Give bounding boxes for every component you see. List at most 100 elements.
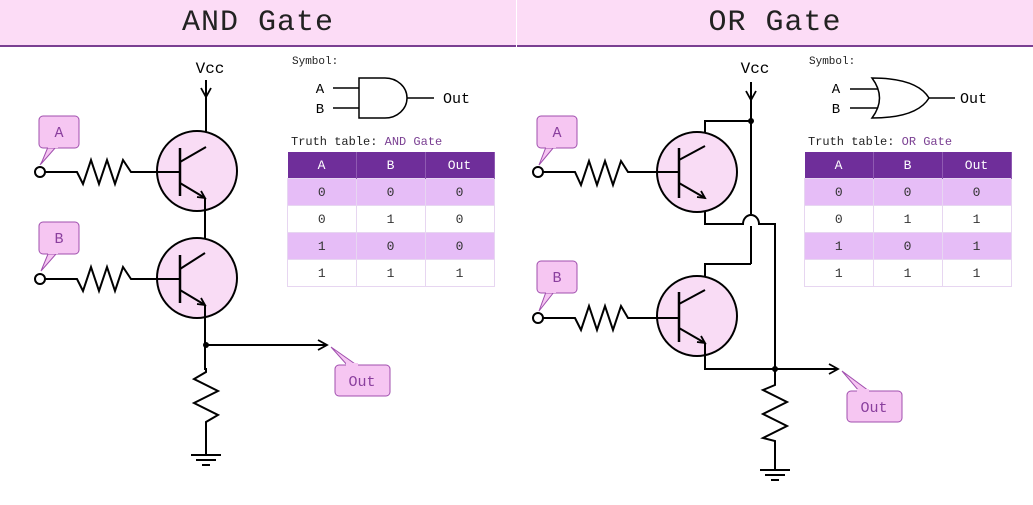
and-symbol-input-b: B: [316, 102, 324, 118]
table-cell: 1: [355, 259, 426, 287]
or-tt-header-out: Out: [942, 152, 1012, 179]
or-truth-table-header-row: A B Out: [804, 152, 1012, 179]
table-cell: 0: [287, 178, 357, 206]
and-output-arrow: [317, 339, 329, 351]
and-gate-panel: AND Gate Vcc: [0, 0, 516, 505]
and-resistor-a: [45, 156, 180, 188]
and-callout-out: Out: [330, 346, 391, 397]
and-transistor-q2: [156, 237, 238, 319]
or-output-arrow: [828, 363, 840, 375]
and-symbol-input-a: A: [316, 82, 325, 98]
table-row: 1 1 1: [804, 259, 1012, 287]
table-cell: 0: [424, 232, 495, 260]
table-row: 0 0 0: [804, 178, 1012, 206]
table-row: 0 1 1: [804, 205, 1012, 233]
and-input-a-line: [34, 156, 180, 188]
or-callout-a: A: [536, 115, 578, 166]
table-cell: 0: [355, 178, 426, 206]
or-tt-header-b: B: [873, 152, 943, 179]
and-tt-header-out: Out: [425, 152, 495, 179]
or-input-a-line: [532, 157, 679, 189]
and-callout-a: A: [38, 115, 80, 166]
table-cell: 0: [355, 232, 426, 260]
and-vcc-label: Vcc: [196, 60, 225, 78]
table-cell: 0: [804, 205, 874, 233]
or-gate-panel: OR Gate Vcc: [517, 0, 1033, 505]
and-callout-out-text: Out: [348, 374, 375, 391]
table-cell: 1: [287, 232, 357, 260]
or-vcc-label: Vcc: [741, 60, 770, 78]
and-gate-symbol: A B Out: [316, 77, 470, 119]
or-input-b-line: [532, 302, 679, 334]
table-cell: 0: [424, 178, 495, 206]
or-gate-symbol: A B Out: [832, 77, 987, 119]
or-callout-a-text: A: [552, 125, 561, 142]
and-ground-icon: [191, 454, 221, 466]
table-row: 1 1 1: [287, 259, 495, 287]
table-cell: 1: [424, 259, 495, 287]
and-tt-header-b: B: [356, 152, 426, 179]
table-cell: 1: [872, 259, 943, 287]
or-callout-b-text: B: [552, 270, 561, 287]
table-cell: 1: [941, 232, 1012, 260]
table-cell: 0: [872, 232, 943, 260]
table-cell: 1: [941, 205, 1012, 233]
or-resistor-b: [543, 302, 679, 334]
table-cell: 1: [872, 205, 943, 233]
and-input-a-terminal[interactable]: [34, 166, 46, 178]
or-gate-title: OR Gate: [708, 5, 842, 40]
and-gate-title: AND Gate: [181, 5, 335, 40]
or-truth-table-label: Truth table: OR Gate: [808, 135, 952, 149]
or-input-b-terminal[interactable]: [532, 312, 544, 324]
and-resistor-b: [45, 263, 180, 295]
table-cell: 1: [941, 259, 1012, 287]
or-transistor-q1: [656, 131, 738, 213]
or-symbol-output: Out: [960, 91, 987, 108]
table-row: 0 1 0: [287, 205, 495, 233]
and-truth-table-label: Truth table: AND Gate: [291, 135, 442, 149]
or-symbol-label: Symbol:: [809, 56, 856, 68]
or-callout-b: B: [536, 260, 578, 312]
or-tt-header-a: A: [804, 152, 874, 179]
and-gate-circuit: Vcc: [34, 60, 470, 466]
or-resistor-a: [543, 157, 679, 189]
table-cell: 1: [355, 205, 426, 233]
or-transistor-q2: [656, 275, 738, 357]
and-truth-table-gate-name: AND Gate: [384, 135, 443, 149]
or-truth-table-gate-name: OR Gate: [901, 135, 953, 149]
or-gate-circuit: Vcc: [532, 60, 987, 481]
or-gate-header: OR Gate: [517, 0, 1033, 47]
and-symbol-output: Out: [443, 91, 470, 108]
or-symbol-input-a: A: [832, 82, 841, 98]
or-truth-table: A B Out 0 0 0 0 1 1 1 0 1 1 1: [804, 152, 1012, 287]
or-q1-emitter-wire: [704, 199, 776, 369]
or-callout-out: Out: [841, 370, 903, 423]
or-ground-icon: [760, 469, 790, 481]
and-gate-header: AND Gate: [0, 0, 516, 47]
and-input-b-terminal[interactable]: [34, 273, 46, 285]
table-cell: 0: [804, 178, 874, 206]
and-tt-header-a: A: [287, 152, 357, 179]
or-q2-emitter-wire: [704, 343, 775, 370]
and-callout-a-text: A: [54, 125, 63, 142]
or-truth-table-label-text: Truth table:: [808, 135, 895, 149]
table-row: 1 0 1: [804, 232, 1012, 260]
and-truth-table: A B Out 0 0 0 0 1 0 1 0 0 1 1: [287, 152, 495, 287]
table-cell: 0: [287, 205, 357, 233]
table-row: 0 0 0: [287, 178, 495, 206]
or-symbol-input-b: B: [832, 102, 840, 118]
or-pulldown-resistor: [760, 369, 790, 470]
and-truth-table-label-text: Truth table:: [291, 135, 378, 149]
and-input-b-line: [34, 263, 180, 295]
table-cell: 0: [424, 205, 495, 233]
or-callout-out-text: Out: [860, 400, 887, 417]
and-pulldown-resistor: [191, 368, 221, 455]
table-cell: 0: [872, 178, 943, 206]
and-truth-table-header-row: A B Out: [287, 152, 495, 179]
or-input-a-terminal[interactable]: [532, 166, 544, 178]
table-cell: 0: [941, 178, 1012, 206]
and-callout-b: B: [38, 221, 80, 272]
table-row: 1 0 0: [287, 232, 495, 260]
table-cell: 1: [287, 259, 357, 287]
and-callout-b-text: B: [54, 231, 63, 248]
